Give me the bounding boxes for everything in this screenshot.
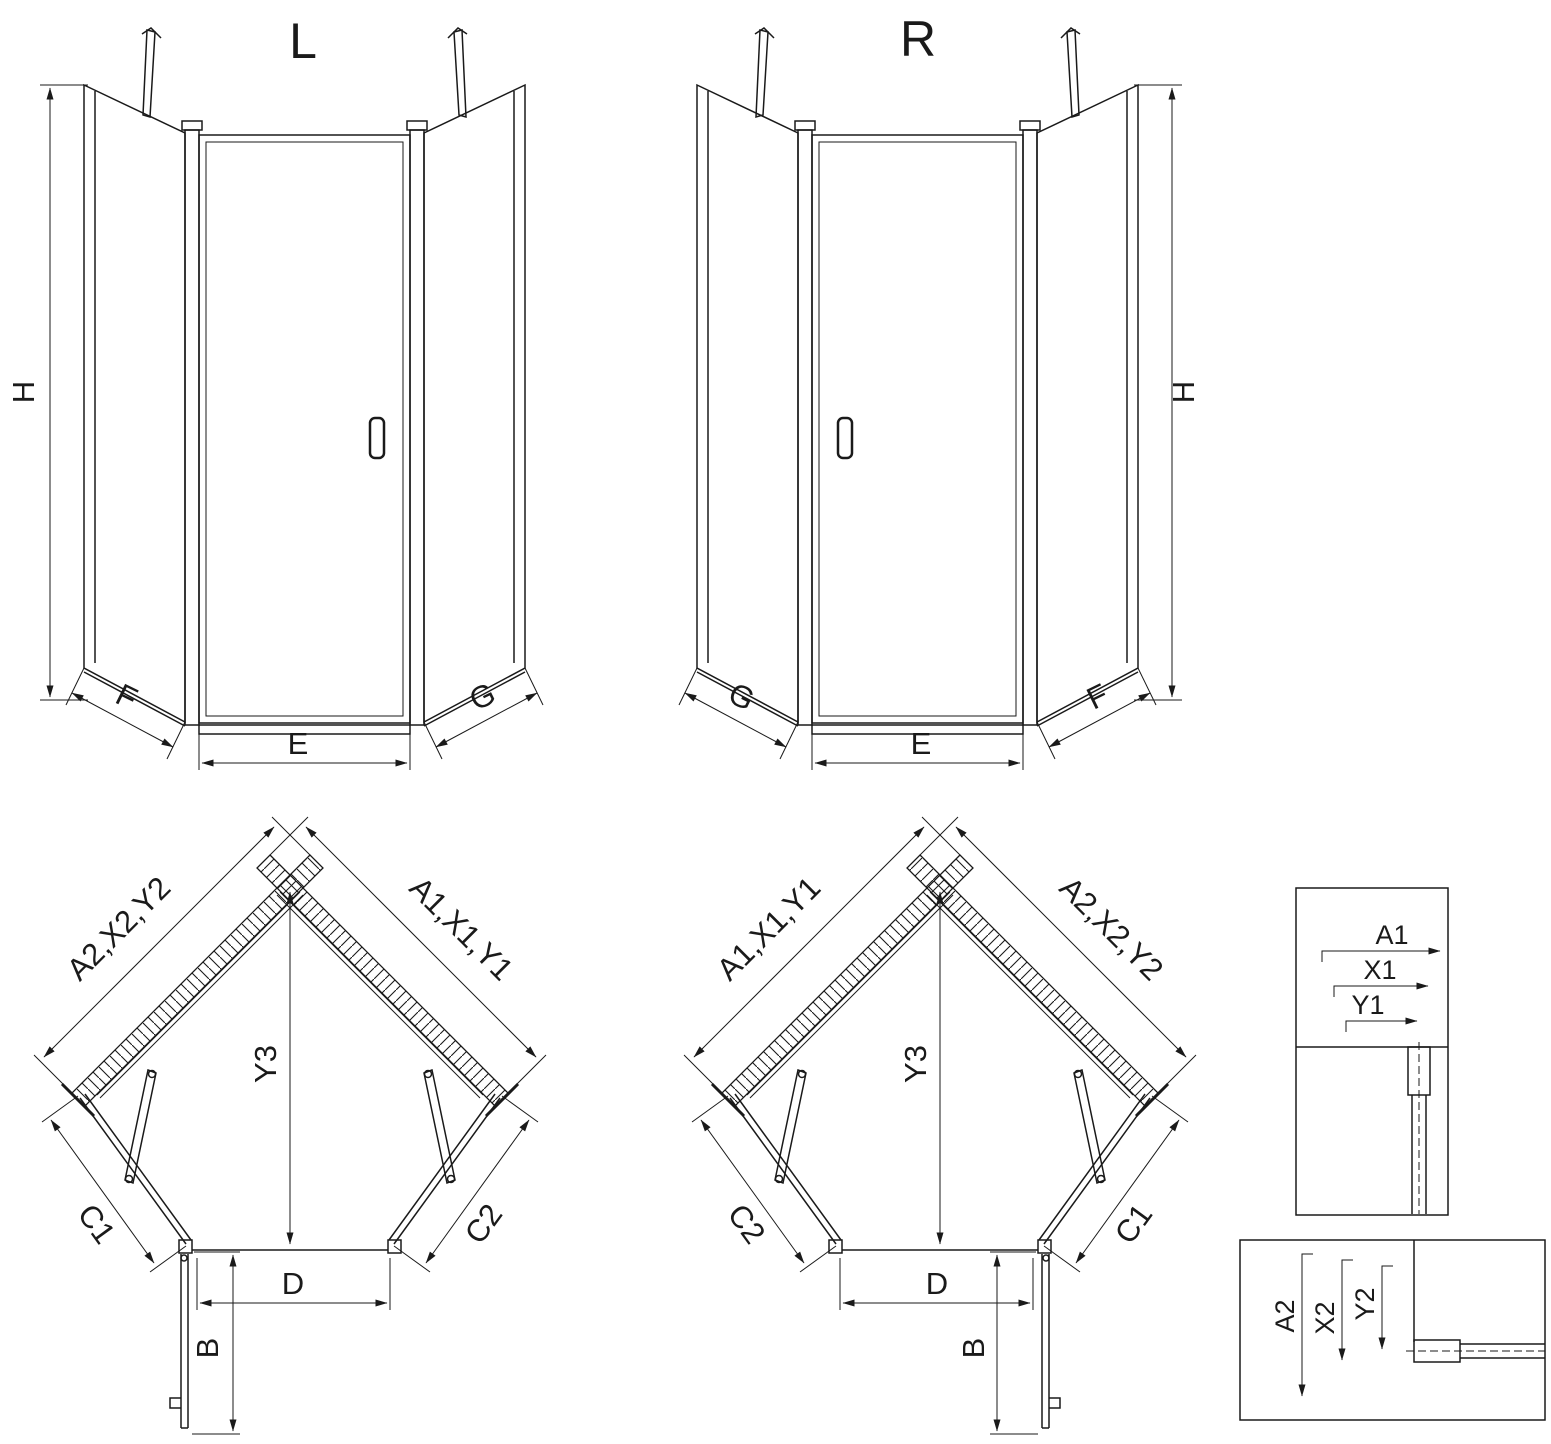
dim-label-g-right: G	[723, 676, 760, 718]
plan-view-left	[34, 817, 546, 1434]
dim-label-e-left: E	[288, 726, 309, 761]
plan-left-depth-label: Y3	[248, 1045, 283, 1083]
dim-label-f-right: F	[1081, 677, 1113, 717]
front-view-left	[40, 28, 543, 770]
dim-label-h-right: H	[1166, 381, 1201, 403]
front-left-title: L	[289, 13, 317, 69]
plan-left-b-label: B	[190, 1338, 225, 1359]
detail-bottom-a2-label: A2	[1270, 1299, 1300, 1332]
front-right-title: R	[900, 11, 936, 67]
dim-label-e-right: E	[911, 726, 932, 761]
detail-top-x1-label: X1	[1363, 955, 1396, 985]
detail-bottom-x2-label: X2	[1310, 1301, 1340, 1334]
detail-bottom-y2-label: Y2	[1350, 1287, 1380, 1320]
plan-left-c1-label: C1	[71, 1198, 123, 1251]
plan-left-wall-right-label: A1,X1,Y1	[403, 870, 520, 987]
plan-right-d-label: D	[926, 1266, 948, 1301]
plan-right-c1-label: C1	[1108, 1198, 1160, 1251]
plan-view-right	[684, 817, 1196, 1434]
detail-view-bottom	[1239, 1239, 1546, 1421]
detail-view-top	[1295, 887, 1449, 1216]
plan-right-depth-label: Y3	[898, 1045, 933, 1083]
plan-right-c2-label: C2	[721, 1198, 773, 1251]
dim-label-g-left: G	[464, 676, 501, 718]
dim-label-h-left: H	[6, 381, 41, 403]
plan-left-c2-label: C2	[458, 1198, 510, 1251]
detail-top-y1-label: Y1	[1351, 990, 1384, 1020]
plan-right-b-label: B	[956, 1338, 991, 1359]
plan-left-d-label: D	[282, 1266, 304, 1301]
plan-right-wall-right-label: A2,X2,Y2	[1053, 870, 1170, 987]
front-view-right	[679, 28, 1182, 770]
plan-right-wall-left-label: A1,X1,Y1	[710, 870, 827, 987]
plan-left-wall-left-label: A2,X2,Y2	[60, 870, 177, 987]
detail-top-a1-label: A1	[1375, 920, 1408, 950]
